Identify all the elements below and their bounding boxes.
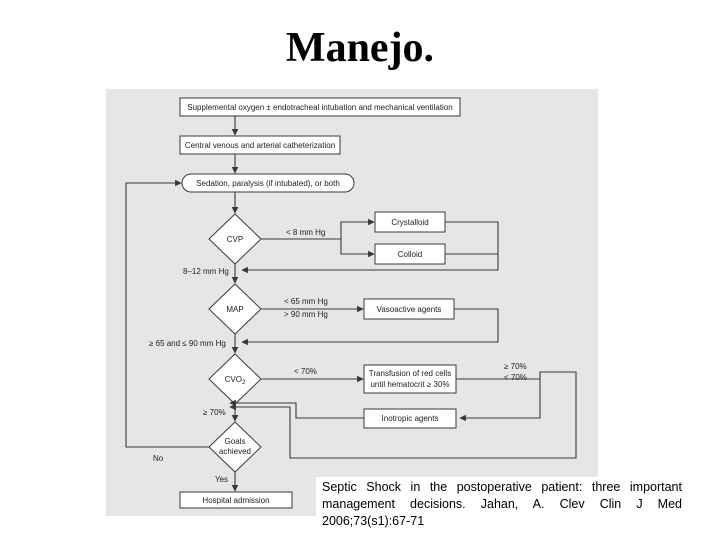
after-ge70-label: ≥ 70% [504, 362, 527, 371]
goals-text-2: achieved [219, 447, 251, 456]
crystalloid-text: Crystalloid [391, 218, 428, 227]
flowchart-panel [106, 89, 598, 516]
map-ok-label: ≥ 65 and ≤ 90 mm Hg [149, 339, 226, 348]
map-text: MAP [226, 305, 243, 314]
citation-text: Septic Shock in the postoperative patien… [316, 477, 688, 532]
goals-text-1: Goals [225, 437, 246, 446]
cvo2-subscript: 2 [242, 380, 246, 386]
fluid-return-line [241, 221, 499, 274]
arrow-to-crystalloid [340, 218, 375, 239]
oxygen-box [179, 97, 461, 117]
cvo2-text: CVO2 [225, 375, 246, 386]
hospital-box [179, 491, 293, 509]
map-low-label: < 65 mm Hg [284, 297, 328, 306]
vasoactive-text: Vasoactive agents [377, 305, 442, 314]
arrow-to-colloid [340, 239, 375, 258]
hospital-text: Hospital admission [202, 496, 269, 505]
cvp-low-label: < 8 mm Hg [286, 228, 325, 237]
cvo2-main: CVO [225, 375, 242, 384]
no-loop-line [125, 179, 209, 448]
transfusion-text-2: until hematocrit ≥ 30% [370, 380, 449, 389]
cvp-ok-label: 8–12 mm Hg [183, 267, 229, 276]
transfusion-text-1: Transfusion of red cells [369, 369, 451, 378]
cvp-text: CVP [227, 235, 243, 244]
vasoactive-return-line [241, 308, 499, 346]
map-high-label: > 90 mm Hg [284, 310, 328, 319]
transfusion-box [363, 364, 457, 394]
catheter-box [179, 135, 341, 155]
no-label: No [153, 454, 164, 463]
inotropic-text: Inotropic agents [382, 414, 439, 423]
oxygen-text: Supplemental oxygen ± endotracheal intub… [187, 103, 452, 112]
sedation-text: Sedation, paralysis (if intubated), or b… [196, 179, 340, 188]
flowchart: Supplemental oxygen ± endotracheal intub… [125, 97, 577, 509]
colloid-text: Colloid [398, 250, 422, 259]
slide-title: Manejo. [285, 25, 435, 71]
cvo2-ok-label: ≥ 70% [203, 408, 226, 417]
sedation-box [181, 173, 355, 193]
transfusion-lt70-line [459, 379, 541, 422]
catheter-text: Central venous and arterial catheterizat… [185, 141, 335, 150]
cvo2-low-label: < 70% [294, 367, 317, 376]
yes-label: Yes [215, 475, 228, 484]
inotropic-return-line [229, 399, 364, 419]
transfusion-ge70-line [229, 371, 577, 459]
after-lt70-label: < 70% [504, 373, 527, 382]
